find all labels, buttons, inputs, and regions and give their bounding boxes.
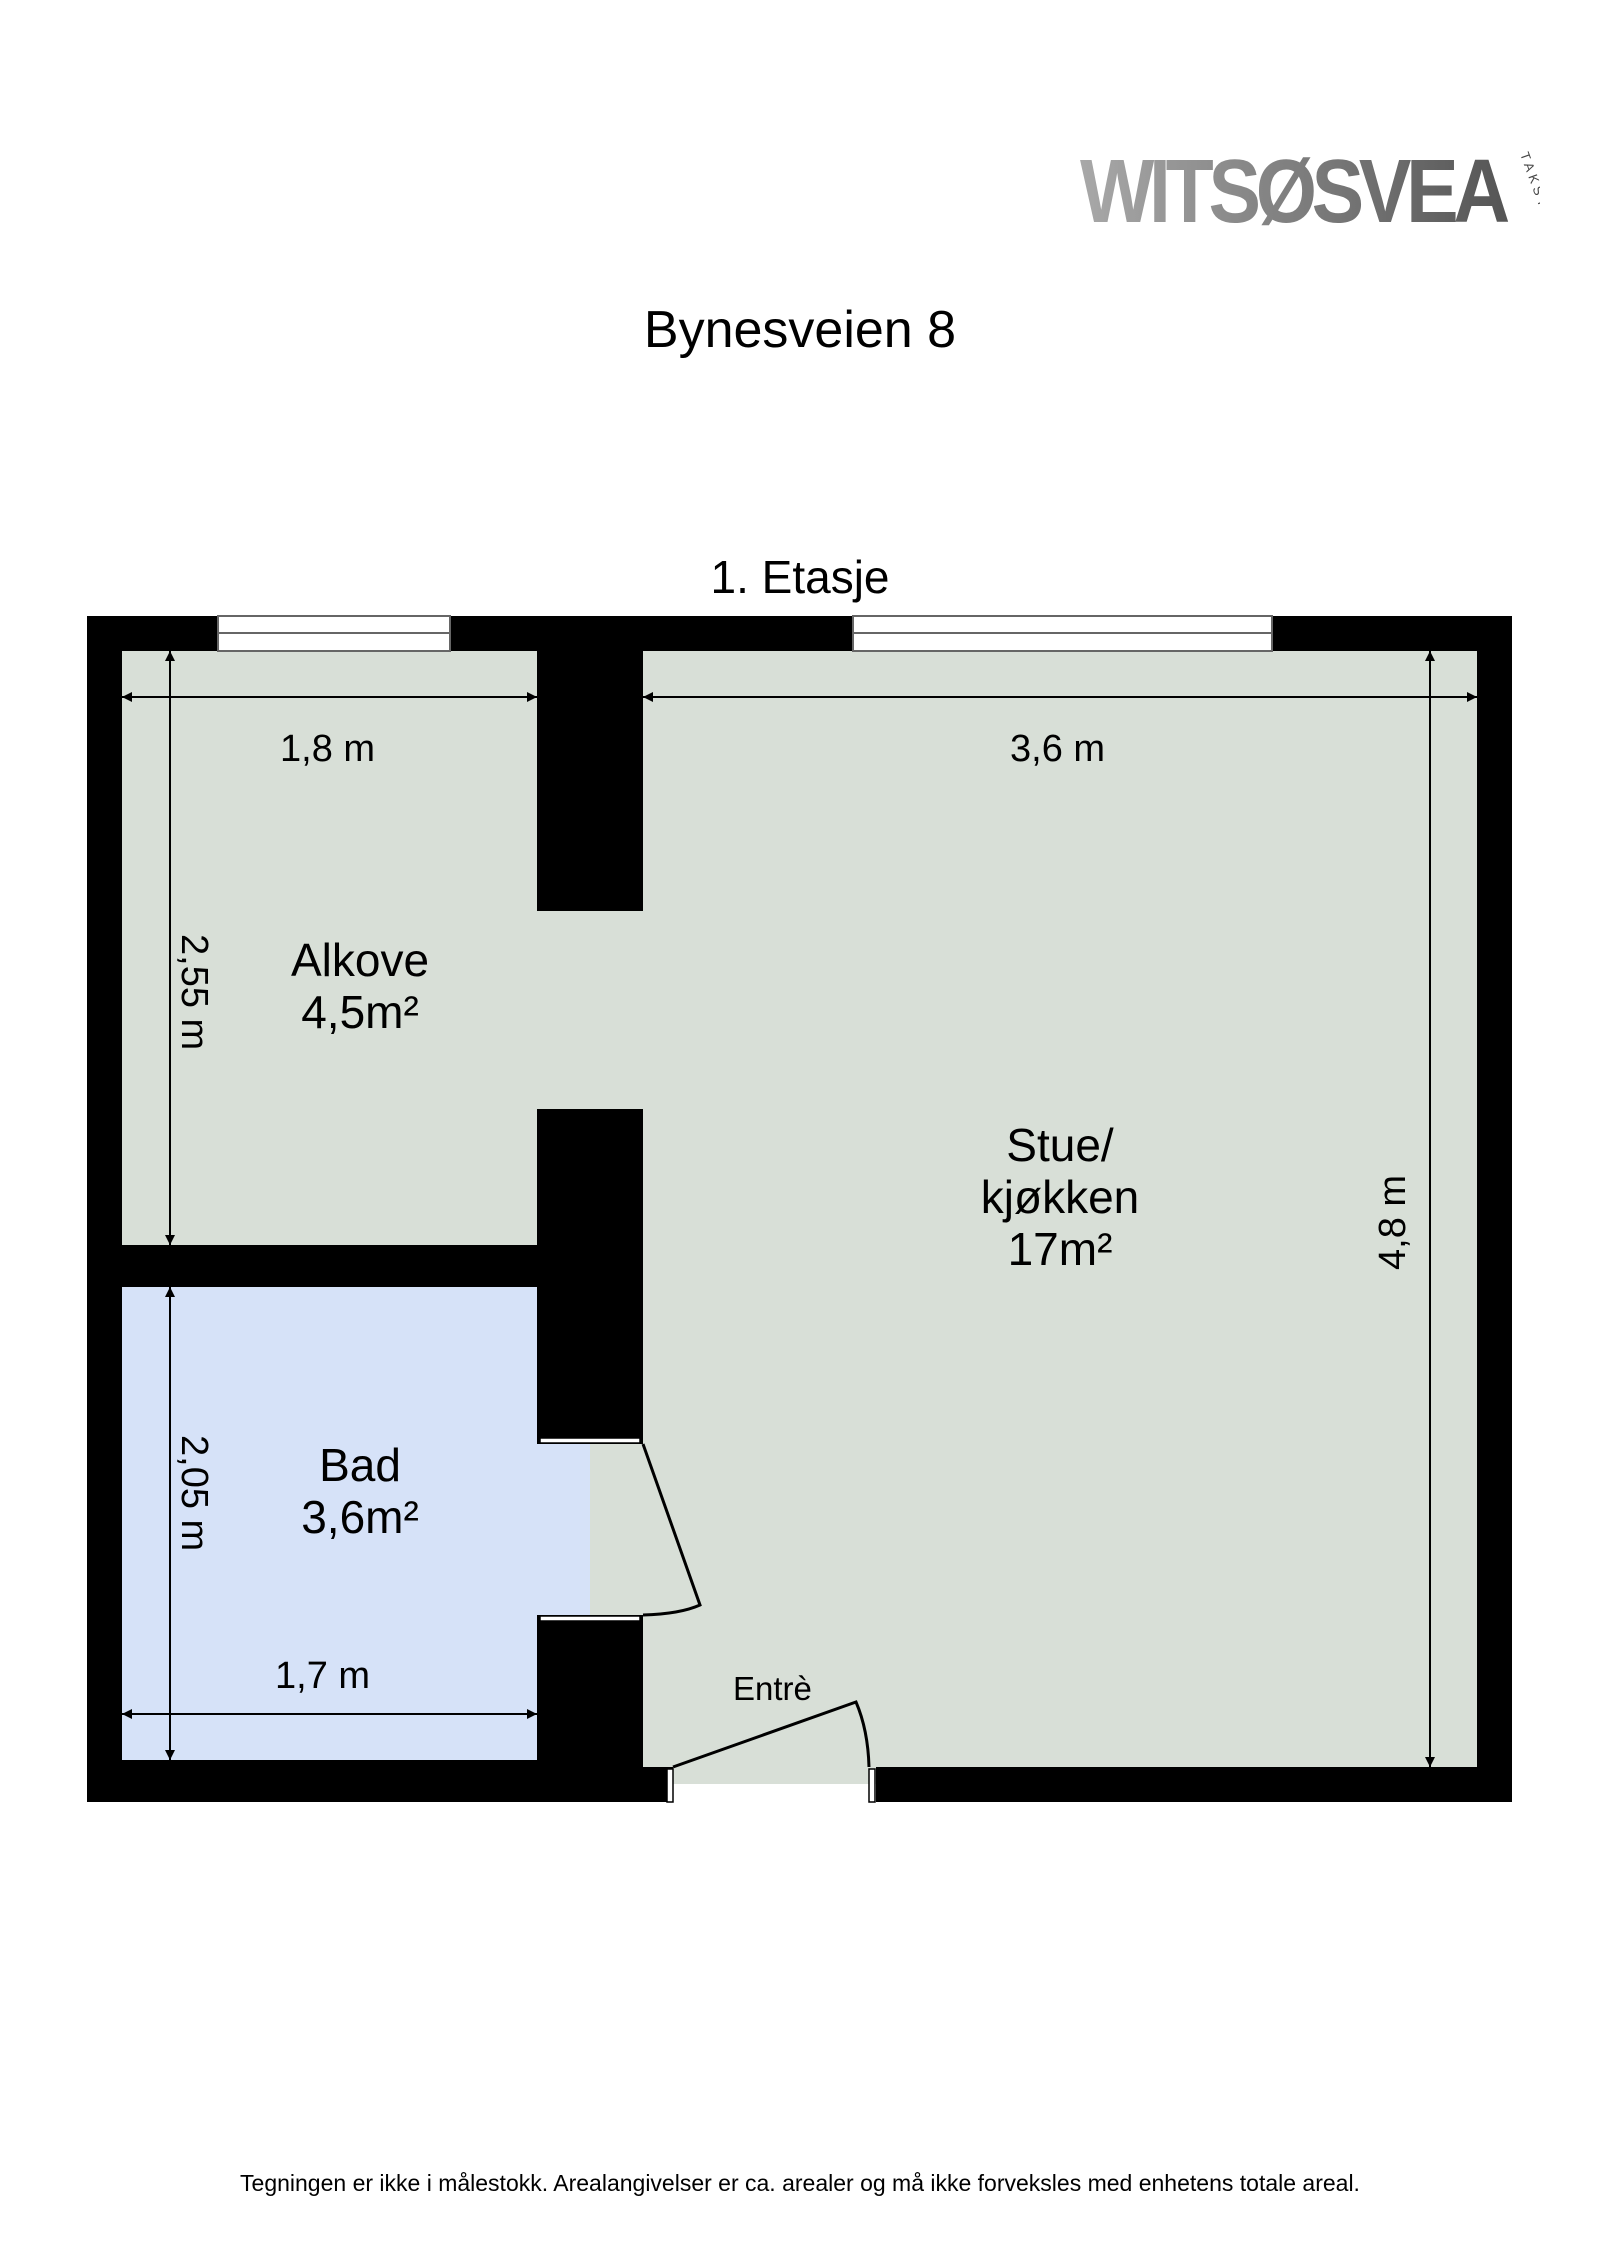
alkove-floor [122, 651, 537, 1245]
entrance-door-swing [672, 1700, 871, 1769]
room-name-line1: Stue/ [1006, 1119, 1114, 1171]
dim-label-bad-depth: 2,05 m [173, 1435, 215, 1552]
room-area: 4,5m² [301, 985, 419, 1038]
room-entre-label: Entrè [733, 1670, 812, 1707]
room-stue: Stue/ kjøkken 17m² [920, 1119, 1200, 1276]
dim-label-stue-width: 3,6 m [1010, 728, 1106, 770]
room-alkove: Alkove 4,5m² [250, 934, 470, 1039]
dim-label-alkove-width: 1,8 m [280, 728, 376, 770]
disclaimer: Tegningen er ikke i målestokk. Arealangi… [240, 2170, 1360, 2196]
window-alkove [217, 615, 451, 652]
dim-label-alkove-depth: 2,55 m [173, 934, 215, 1051]
room-area: 17m² [1007, 1222, 1113, 1275]
bath-floor [122, 1287, 537, 1760]
window-stue [852, 615, 1273, 652]
room-area: 3,6m² [301, 1490, 419, 1543]
page-title: Bynesveien 8 [643, 301, 957, 359]
bath-door-opening-blue [537, 1444, 590, 1615]
bath-door-swing [641, 1443, 702, 1617]
alkove-opening [537, 911, 643, 1109]
stue-floor [643, 651, 1477, 1767]
dim-label-bad-width: 1,7 m [275, 1655, 371, 1697]
dim-label-stue-depth: 4,8 m [1372, 1174, 1414, 1270]
room-name-line2: kjøkken [980, 1170, 1140, 1223]
room-bad: Bad 3,6m² [250, 1439, 470, 1544]
bath-door-opening-gray [590, 1444, 643, 1615]
svg-text:WITSØSVEA: WITSØSVEA [1080, 144, 1508, 242]
room-name: Alkove [290, 934, 430, 986]
room-name: Bad [319, 1439, 401, 1491]
floor-label: 1. Etasje [710, 551, 890, 603]
